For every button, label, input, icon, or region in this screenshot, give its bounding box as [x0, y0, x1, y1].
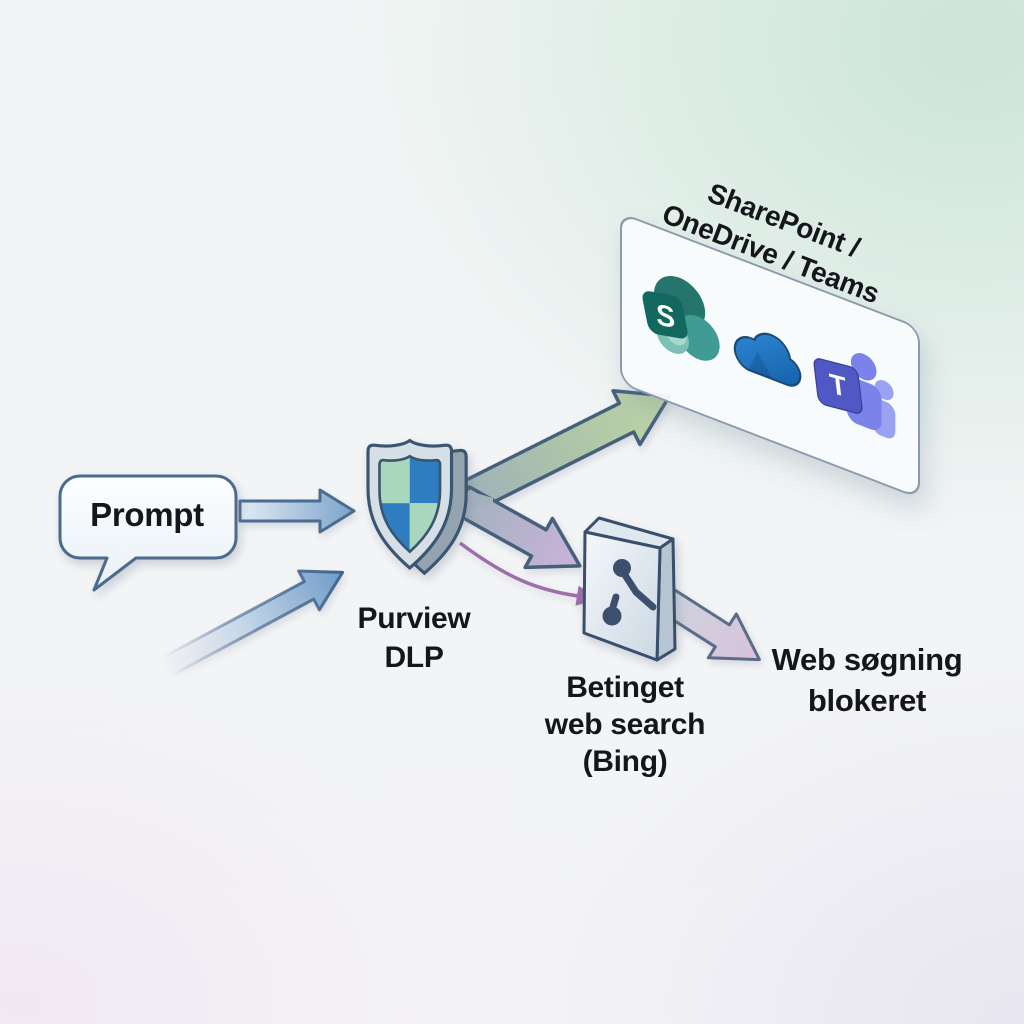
- bing-label-line1: Betinget: [566, 671, 684, 704]
- conditional-web-search-label: Betinget web search (Bing): [500, 669, 750, 780]
- teams-letter: T: [828, 368, 848, 404]
- speech-bubble: [58, 474, 238, 592]
- thin-line-shield-to-cube: [458, 541, 579, 598]
- onedrive-icon: [734, 332, 802, 387]
- arrow-user-to-shield: [161, 569, 344, 677]
- arrow-shield-to-cube: [452, 485, 582, 570]
- teams-icon: T: [813, 353, 896, 439]
- shield-inner-outline: [378, 454, 442, 554]
- purview-label-line2: DLP: [384, 641, 444, 674]
- sharepoint-icon: S: [642, 275, 720, 361]
- web-search-blocked-label: Web søgning blokeret: [752, 639, 982, 721]
- purview-label-line1: Purview: [357, 602, 471, 635]
- prompt-node-label: Prompt: [90, 496, 204, 533]
- blocked-label-line2: blokeret: [807, 683, 927, 718]
- bing-label-line2: web search: [544, 708, 706, 741]
- purview-shield-icon: [366, 438, 468, 576]
- conditional-access-cube-icon: [582, 516, 677, 662]
- purview-dlp-label: Purview DLP: [314, 599, 514, 677]
- branch-arrows: [452, 389, 672, 606]
- arrow-prompt-to-shield: [238, 488, 356, 534]
- blocked-label-line1: Web søgning: [771, 642, 963, 677]
- cube-front-face: [582, 530, 662, 662]
- bing-label-line3: (Bing): [582, 745, 668, 778]
- toggle-switch-glyph: [602, 559, 657, 626]
- m365-card: S T: [620, 212, 920, 500]
